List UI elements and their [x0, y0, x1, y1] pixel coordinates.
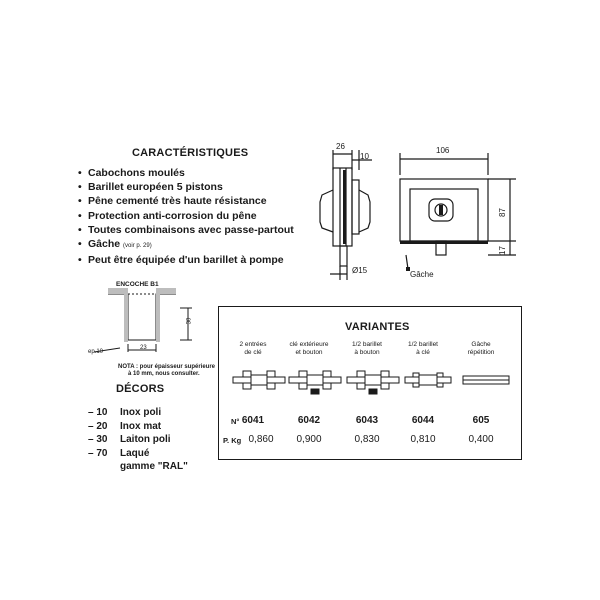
- variant-drawing-605: [462, 375, 510, 385]
- notch-note-line1: NOTA : pour épaisseur supérieure: [118, 364, 216, 370]
- dim-side-diameter: Ø15: [352, 266, 368, 275]
- variant-number: 6042: [297, 415, 321, 426]
- dim-front-lower: 17: [497, 246, 507, 255]
- dim-front-width: 106: [436, 146, 450, 155]
- variant-number: 605: [472, 415, 490, 426]
- notch-drawing: [93, 288, 192, 353]
- variant-drawing-6043: [346, 370, 400, 395]
- variant-weight: 0,860: [248, 434, 274, 445]
- feature-item: •Barillet européen 5 pistons: [78, 181, 223, 194]
- variant-weight: 0,810: [410, 434, 436, 445]
- variants-title: VARIANTES: [345, 321, 410, 333]
- lock-side-view-drawing: [319, 150, 372, 280]
- variant-weight: 0,830: [354, 434, 380, 445]
- notch-dim-width: 23: [140, 345, 147, 351]
- notch-title: ENCOCHE B1: [116, 281, 159, 288]
- variant-header: clé extérieure et bouton: [289, 341, 329, 356]
- feature-item: •Pêne cementé très haute résistance: [78, 195, 267, 208]
- strike-label: Gâche: [410, 270, 434, 279]
- variants-box: VARIANTES 2 entrées de clé clé extérieur…: [218, 306, 522, 460]
- variant-header: Gâche répétition: [467, 341, 495, 356]
- variant-number: 6041: [241, 415, 265, 426]
- variant-header: 1/2 barillet à clé: [408, 341, 438, 356]
- feature-item: •Gâche (voir p. 29): [78, 238, 152, 251]
- dim-front-height: 87: [497, 208, 507, 217]
- decors-title: DÉCORS: [116, 383, 165, 395]
- feature-note: (voir p. 29): [123, 243, 152, 250]
- variant-weight: 0,900: [296, 434, 322, 445]
- variant-drawing-6042: [288, 370, 342, 395]
- dim-side-width: 10: [360, 152, 369, 161]
- feature-item: •Toutes combinaisons avec passe-partout: [78, 223, 294, 236]
- feature-item: •Protection anti-corrosion du pêne: [78, 209, 257, 222]
- number-label: N°: [231, 417, 240, 426]
- weight-label: P. Kg: [223, 436, 242, 445]
- variant-number: 6043: [355, 415, 379, 426]
- lock-front-view-drawing: [399, 153, 516, 271]
- feature-item: •Peut être équipée d'un barillet à pompe: [78, 254, 284, 267]
- variant-weight: 0,400: [468, 434, 494, 445]
- dim-side-top: 26: [336, 142, 345, 151]
- features-list: •Cabochons moulés •Barillet européen 5 p…: [78, 166, 294, 267]
- variant-number: 6044: [411, 415, 435, 426]
- variant-drawing-6044: [404, 372, 452, 388]
- features-title: CARACTÉRISTIQUES: [132, 147, 249, 159]
- variant-drawings: [232, 370, 510, 395]
- feature-item: •Cabochons moulés: [78, 167, 185, 179]
- variant-header: 1/2 barillet à bouton: [352, 341, 382, 356]
- variant-drawing-6041: [232, 370, 286, 390]
- notch-thickness: ep.10: [88, 349, 104, 355]
- notch-note-line2: à 10 mm, nous consulter.: [128, 371, 200, 377]
- notch-dim-height: 30: [186, 317, 193, 325]
- variant-header: 2 entrées de clé: [239, 341, 267, 356]
